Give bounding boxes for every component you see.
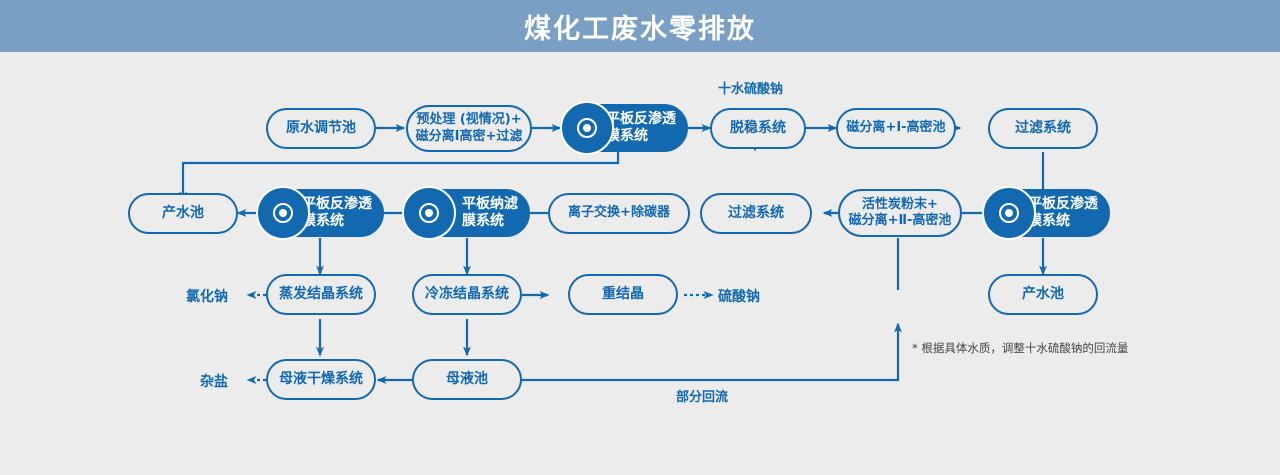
node-product-water-tank-2[interactable]: 产水池 <box>988 274 1098 315</box>
node-nf-membrane[interactable]: 平板纳滤 膜系统 <box>402 186 530 240</box>
node-ion-exchange[interactable]: 离子交换+除碳器 <box>548 193 690 234</box>
node-label: 过滤系统 <box>728 204 784 221</box>
node-freeze-crystallization[interactable]: 冷冻结晶系统 <box>412 274 522 315</box>
node-label: 重结晶 <box>602 285 644 302</box>
node-destabilization[interactable]: 脱稳系统 <box>710 108 806 149</box>
membrane-disc-icon <box>982 186 1036 240</box>
node-ro-membrane-1[interactable]: 平板反渗透 膜系统 <box>560 101 688 155</box>
page-header: 煤化工废水零排放 <box>0 0 1280 52</box>
node-label: 过滤系统 <box>1015 119 1071 136</box>
node-mother-liquor-dryer[interactable]: 母液干燥系统 <box>266 359 376 400</box>
node-label: 平板纳滤 膜系统 <box>462 195 518 230</box>
node-filtration-1[interactable]: 过滤系统 <box>988 108 1098 149</box>
node-product-water-tank-1[interactable]: 产水池 <box>128 193 238 234</box>
node-label: 平板反渗透 膜系统 <box>1028 195 1098 230</box>
membrane-disc-icon <box>560 101 614 155</box>
node-label: 预处理 (视情况)+ 磁分离Ⅰ高密+过滤 <box>415 112 523 144</box>
node-label: 脱稳系统 <box>730 119 786 136</box>
node-label: 产水池 <box>162 204 204 221</box>
node-label: 冷冻结晶系统 <box>425 285 509 302</box>
node-ro-membrane-3[interactable]: 平板反渗透 膜系统 <box>982 186 1110 240</box>
label-sodium-sulfate: 硫酸钠 <box>718 289 760 305</box>
node-activated-carbon[interactable]: 活性炭粉末+ 磁分离+Ⅱ-高密池 <box>838 189 962 237</box>
node-filtration-2[interactable]: 过滤系统 <box>700 193 812 234</box>
membrane-disc-icon <box>256 186 310 240</box>
membrane-disc-icon <box>402 186 456 240</box>
node-label: 母液干燥系统 <box>279 370 363 387</box>
label-sodium-sulfate-decahydrate: 十水硫酸钠 <box>718 82 784 97</box>
node-recrystallization[interactable]: 重结晶 <box>568 274 678 315</box>
node-label: 蒸发结晶系统 <box>279 285 363 302</box>
label-partial-reflux: 部分回流 <box>676 390 729 405</box>
node-pretreatment[interactable]: 预处理 (视情况)+ 磁分离Ⅰ高密+过滤 <box>406 105 532 152</box>
node-magnetic-separation-1[interactable]: 磁分离+Ⅰ-高密池 <box>836 108 956 149</box>
node-label: 离子交换+除碳器 <box>568 205 670 221</box>
node-evaporation-crystallization[interactable]: 蒸发结晶系统 <box>266 274 376 315</box>
page-title: 煤化工废水零排放 <box>524 13 756 45</box>
node-label: 平板反渗透 膜系统 <box>302 195 372 230</box>
node-raw-water-tank[interactable]: 原水调节池 <box>266 108 376 149</box>
node-label: 产水池 <box>1022 285 1064 302</box>
node-label: 原水调节池 <box>286 119 356 136</box>
node-label: 母液池 <box>446 370 488 387</box>
node-label: 平板反渗透 膜系统 <box>606 110 676 145</box>
footnote-text: * 根据具体水质，调整十水硫酸钠的回流量 <box>912 341 1129 355</box>
node-mother-liquor-tank[interactable]: 母液池 <box>412 359 522 400</box>
node-label: 磁分离+Ⅰ-高密池 <box>846 120 946 136</box>
flowchart-canvas: 原水调节池 预处理 (视情况)+ 磁分离Ⅰ高密+过滤 平板反渗透 膜系统 脱稳系… <box>0 52 1280 475</box>
node-ro-membrane-2[interactable]: 平板反渗透 膜系统 <box>256 186 384 240</box>
label-sodium-chloride: 氯化钠 <box>186 289 228 305</box>
node-label: 活性炭粉末+ 磁分离+Ⅱ-高密池 <box>848 196 952 228</box>
label-mixed-salt: 杂盐 <box>200 374 228 390</box>
